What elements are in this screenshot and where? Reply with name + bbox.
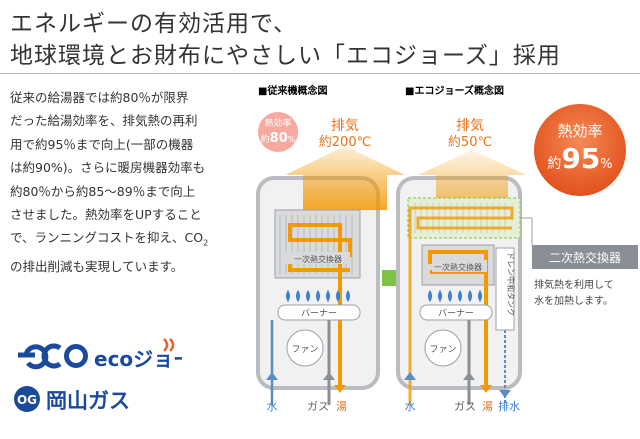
eco-flames [428,290,482,302]
eco-gas-label: ガス [454,400,476,413]
label-bg [285,252,350,264]
conventional-exchanger-box [274,209,361,279]
eco-caption: ■エコジョーズ概念図 [405,84,504,97]
eco-exhaust-temp: 約50℃ [448,135,492,150]
body-line: 約80％から約85～89％まで向上 [10,183,196,199]
eco-preheat-pipe [408,206,514,405]
conventional-efficiency-badge: 熱効率 約80% [258,112,298,152]
eco-jozu-logo: ecoジョーズ [18,338,182,371]
water-arrow-icon [404,372,416,380]
conventional-caption: ■従来機概念図 [258,84,327,97]
eco-efficiency-badge: 熱効率 約95% [534,104,626,196]
okayama-mark-text: OG [17,393,37,407]
body-line: で、ランニングコストを抑え、CO2 [10,226,250,255]
body-line: は約90%)。さらに暖房機器効率も [10,160,206,176]
conventional-burner [277,304,361,321]
body-line: だった給湯効率を、排気熱の再利 [10,113,198,129]
badge-value-text: 約80% [261,131,296,146]
eco-burner-label: バーナー [438,308,474,319]
conventional-fan-label: ファン [291,345,318,355]
body-line: 従来の給湯器では約80％が限界 [10,90,189,105]
eco-exhaust-label: 排気 [456,118,484,134]
badge-circle [534,104,626,196]
heading-divider [0,73,640,74]
eco-burner [419,304,493,321]
conventional-fan [286,329,324,367]
body-line: させました。熱効率をUPすること [10,207,202,223]
conventional-water-label: 水 [267,400,278,413]
body-line-text: で、ランニングコストを抑え、CO [10,230,204,246]
conventional-burner-label: バーナー [301,308,337,319]
drain-arrow-icon [499,390,511,398]
co2-subscript: 2 [203,238,209,248]
hot-water-arrow-icon [480,385,492,393]
eco-fan [424,329,462,367]
heading-line-1: エネルギーの有効活用で、 [10,11,298,37]
secondary-desc-line-2: 水を加熱します。 [534,294,613,307]
conventional-flames [286,290,350,302]
boiler-concept-diagram: ■従来機概念図 熱効率 約80% 排気 約200℃ 一次熱交換器 バーナー ファ… [256,84,638,413]
okayama-gas-logo: OG 岡山ガス [14,386,130,413]
secondary-callout-line [520,217,533,245]
water-arrow-icon [266,372,278,380]
body-line: 用で約95％まで向上(一部の機器 [10,136,194,152]
hot-water-arrow-icon [334,385,346,393]
gas-arrow-icon [323,372,335,380]
conventional-exhaust-label: 排気 [331,118,359,134]
conventional-exhaust-temp: 約200℃ [319,135,371,150]
badge-value-text: 約95% [547,142,612,175]
eco-exchanger-label: 一次熱交換器 [434,262,482,272]
body-line: の排出削減も実現しています。 [10,259,184,275]
heading-line-2: 地球環境とお財布にやさしい「エコジョーズ」採用 [10,43,561,69]
eco-exhaust-arrow [418,150,526,198]
eco-fan-label: ファン [429,345,456,355]
eco-hot-label: 湯 [482,400,493,413]
okayama-logo-text: 岡山ガス [46,389,130,413]
body-paragraph: 従来の給湯器では約80％が限界 だった給湯効率を、排気熱の再利 用で約95％まで… [10,86,250,279]
badge-label: 熱効率 [264,117,291,129]
eco-water-label: 水 [405,400,416,413]
badge-label: 熱効率 [557,122,602,140]
secondary-exchanger-label: 二次熱交換器 [549,250,621,265]
conventional-exchanger-label: 一次熱交換器 [294,254,342,264]
eco-drain-label: ドレン中和タンク [506,252,516,316]
secondary-exchanger-tag [532,245,638,269]
eco-drain-out-label: 排水 [498,399,520,413]
logo-letter-o [64,344,88,368]
label-bg [432,260,487,272]
conventional-hot-pipe [288,223,352,385]
eco-logo-text: ecoジョーズ [94,347,182,371]
logo-letter-c [41,343,62,369]
badge-circle [258,112,298,152]
conventional-exhaust-arrow [285,146,405,210]
gas-arrow-icon [463,372,475,380]
conventional-hot-label: 湯 [336,400,347,413]
okayama-mark-icon [14,386,40,412]
secondary-desc-line-1: 排気熱を利用して [534,278,614,291]
conventional-gas-label: ガス [307,400,329,413]
steam-icon [163,338,175,352]
